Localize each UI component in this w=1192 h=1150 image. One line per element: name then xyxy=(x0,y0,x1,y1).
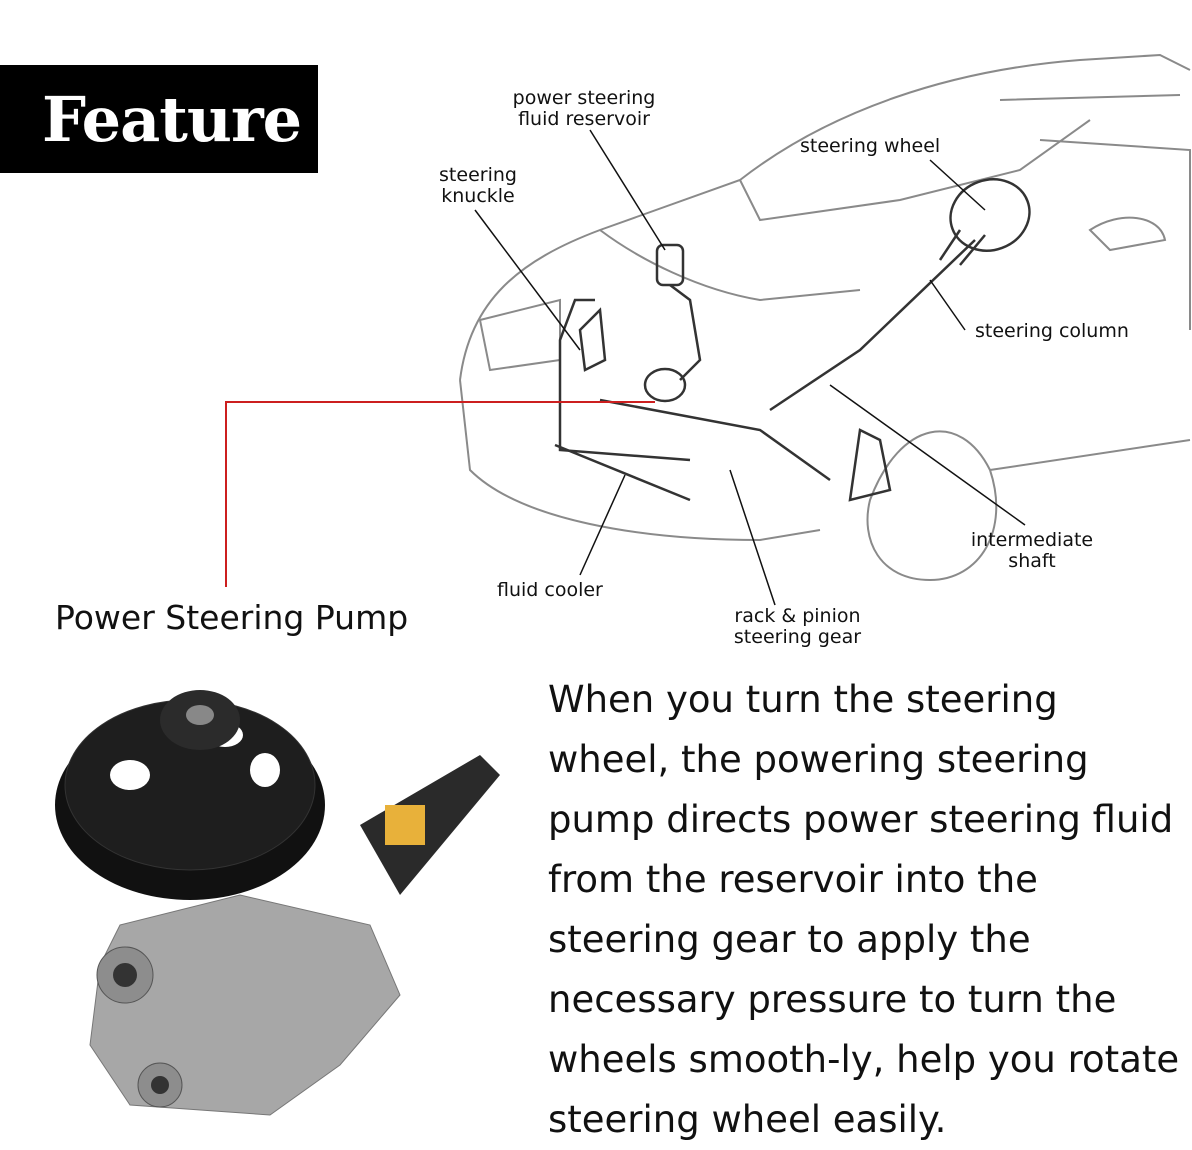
label-intermediate-shaft: intermediate shaft xyxy=(970,529,1094,572)
car-body-outline xyxy=(459,53,1191,381)
label-rack-pinion: rack & pinion steering gear xyxy=(733,605,862,648)
feature-title: Feature xyxy=(42,82,302,156)
description-text: When you turn the steering wheel, the po… xyxy=(548,678,1180,1141)
feature-badge: Feature xyxy=(0,65,318,173)
power-steering-pump-image xyxy=(55,690,500,1116)
label-steering-column: steering column xyxy=(975,320,1129,342)
steering-wheel-shape xyxy=(949,178,1031,252)
pump-label: Power Steering Pump xyxy=(55,598,409,637)
car-steering-diagram xyxy=(225,53,1191,606)
label-fluid-cooler: fluid cooler xyxy=(497,579,603,601)
label-reservoir: power steering fluid reservoir xyxy=(512,87,656,130)
label-knuckle: steering knuckle xyxy=(439,164,517,207)
reservoir-shape xyxy=(655,243,685,287)
steering-column-shape xyxy=(769,239,976,412)
label-steering-wheel: steering wheel xyxy=(800,135,941,157)
pump-callout-line xyxy=(225,401,655,587)
